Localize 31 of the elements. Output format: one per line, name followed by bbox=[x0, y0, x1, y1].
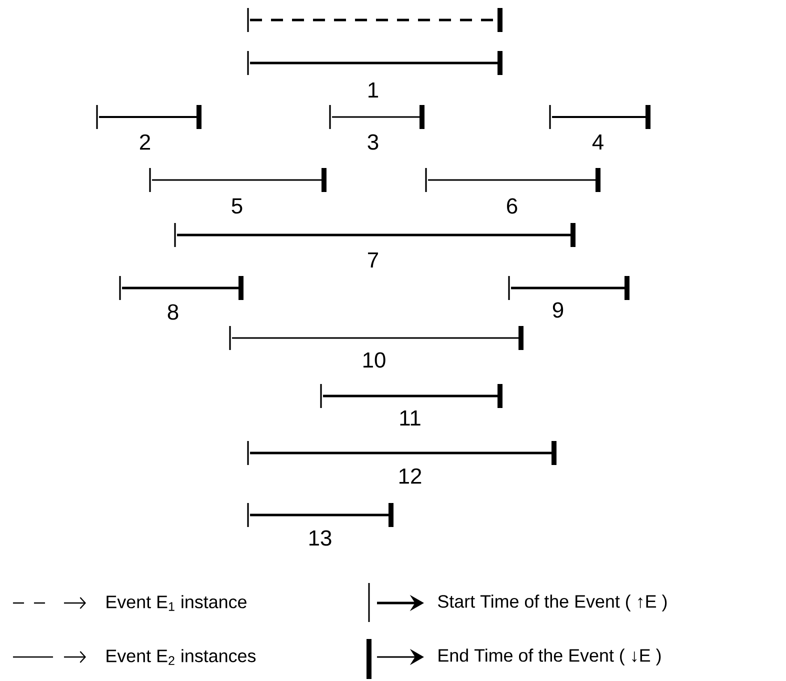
interval-bar bbox=[229, 326, 524, 350]
interval-number: 12 bbox=[400, 468, 422, 484]
interval-number: 11 bbox=[400, 410, 420, 426]
interval-bar bbox=[320, 384, 502, 408]
interval-bar bbox=[149, 168, 326, 192]
legend-text: Start Time of the Event ( ↑E ) bbox=[438, 594, 667, 612]
interval-bar bbox=[247, 51, 502, 75]
interval-bar bbox=[247, 503, 394, 527]
interval-number: 3 bbox=[368, 134, 378, 150]
legend-text: Event E$_{1}$ instance bbox=[106, 595, 246, 611]
legend-text: End Time of the Event ( ↓E ) bbox=[438, 648, 661, 666]
interval-number: 6 bbox=[507, 198, 518, 214]
interval-bar bbox=[329, 105, 424, 129]
interval-bar bbox=[247, 441, 556, 465]
interval-bar bbox=[119, 276, 244, 300]
interval-number: 8 bbox=[168, 304, 178, 320]
interval-bar bbox=[425, 168, 600, 192]
interval-number: 2 bbox=[140, 134, 150, 150]
interval-bar bbox=[96, 105, 202, 129]
interval-number: 4 bbox=[592, 134, 604, 150]
interval-number: 7 bbox=[368, 252, 378, 268]
interval-number: 9 bbox=[552, 302, 564, 318]
interval-number: 1 bbox=[368, 82, 378, 98]
interval-number: 13 bbox=[310, 530, 332, 546]
legend-text: Event E$_{2}$ instances bbox=[106, 649, 256, 665]
interval-bar bbox=[247, 8, 502, 32]
interval-bar bbox=[508, 276, 630, 300]
interval-bar bbox=[174, 223, 576, 247]
interval-number: 5 bbox=[232, 198, 242, 214]
interval-bar bbox=[549, 105, 650, 129]
interval-number: 10 bbox=[364, 352, 386, 368]
